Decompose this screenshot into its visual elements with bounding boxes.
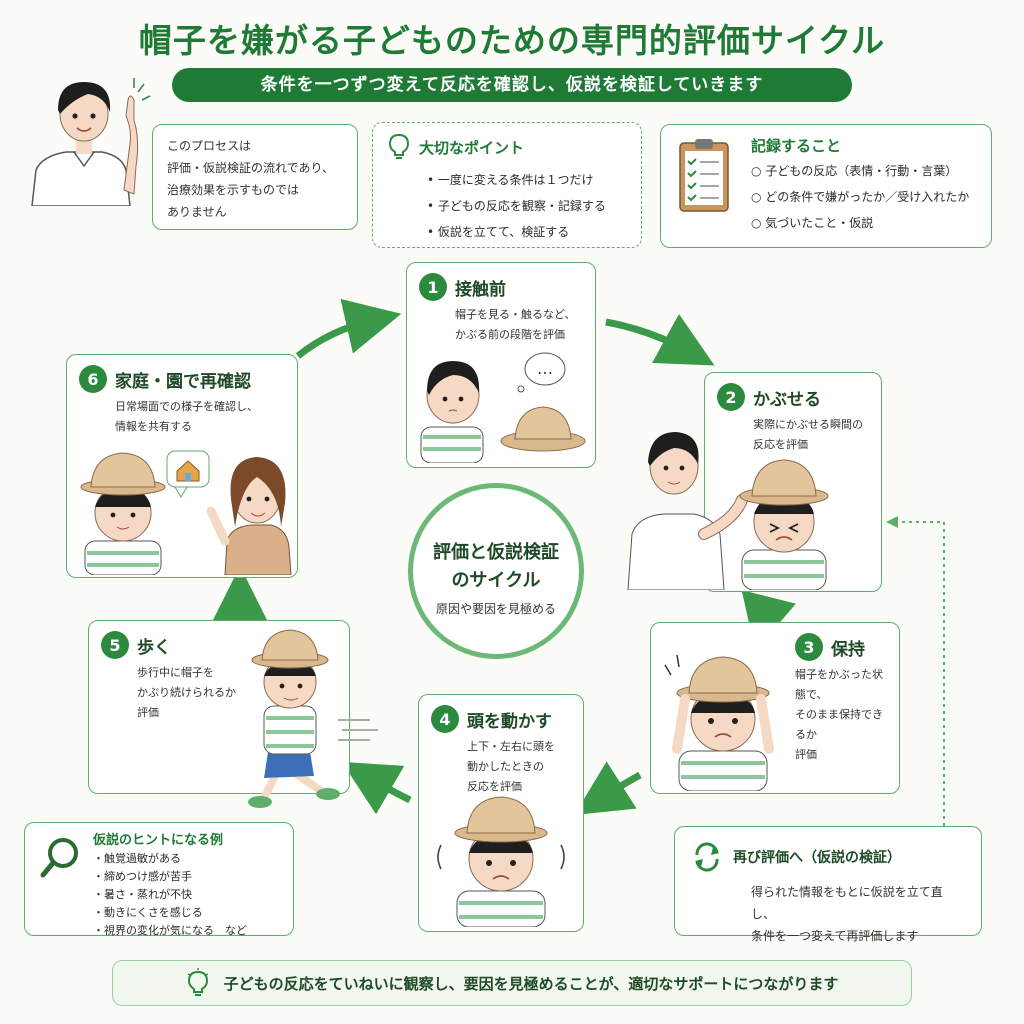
step-6-title: 家庭・園で再確認	[115, 371, 251, 392]
page-title: 帽子を嫌がる子どものための専門的評価サイクル	[138, 21, 886, 60]
step-4-title: 頭を動かす	[467, 711, 552, 732]
step-3-desc-1: 帽子をかぶった状態で、	[795, 668, 883, 701]
magnifier-icon	[40, 838, 78, 878]
step-1-number: 1	[419, 273, 447, 301]
hint-item: 視界の変化が気になる など	[93, 922, 281, 940]
step-3-box: 3 保持 帽子をかぶった状態で、 そのまま保持できるか 評価	[650, 622, 900, 794]
thinking-dots: …	[537, 359, 553, 378]
step-1-title: 接触前	[455, 279, 506, 300]
step-3-desc-3: 評価	[795, 748, 817, 761]
refresh-cycle-icon	[695, 842, 719, 872]
lightbulb-icon	[187, 968, 208, 996]
step-5-desc-3: 評価	[137, 706, 159, 719]
important-points-box: 大切なポイント 一度に変える条件は１つだけ 子どもの反応を観察・記録する 仮説を…	[372, 122, 642, 248]
arrow-3-to-4	[574, 761, 642, 816]
step-2-desc-1: 実際にかぶせる瞬間の	[753, 418, 863, 431]
hint-item: 触覚過敏がある	[93, 850, 281, 868]
disclaimer-line-1: このプロセスは	[167, 139, 252, 153]
point-item: 子どもの反応を観察・記録する	[427, 193, 627, 219]
reeval-line-1: 得られた情報をもとに仮説を立て直し、	[751, 885, 943, 921]
footer-message: 子どもの反応をていねいに観察し、要因を見極めることが、適切なサポートにつながりま…	[112, 960, 912, 1006]
record-item: 気づいたこと・仮説	[751, 210, 977, 236]
footer-text: 子どもの反応をていねいに観察し、要因を見極めることが、適切なサポートにつながりま…	[223, 974, 839, 993]
reeval-dotted-connector	[896, 521, 945, 826]
center-subtitle: 原因や要因を見極める	[435, 602, 556, 616]
step-6-number: 6	[79, 365, 107, 393]
step-1-desc-1: 帽子を見る・触るなど、	[455, 308, 576, 321]
step-4-desc-3: 反応を評価	[467, 780, 522, 793]
step-3-number: 3	[795, 633, 823, 661]
step-4-desc-1: 上下・左右に頭を	[467, 740, 555, 753]
point-item: 仮説を立てて、検証する	[427, 219, 627, 245]
disclaimer-line-3: 治療効果を示すものでは	[167, 183, 300, 197]
clipboard-icon	[679, 139, 729, 212]
step-5-desc-2: かぶり続けられるか	[137, 686, 236, 699]
record-item: どの条件で嫌がったか／受け入れたか	[751, 184, 977, 210]
arrow-4-to-5	[341, 761, 412, 815]
step-6-box: 6 家庭・園で再確認 日常場面での様子を確認し、 情報を共有する	[66, 354, 298, 578]
step-3-desc-2: そのまま保持できるか	[795, 708, 883, 741]
step-2-number: 2	[717, 383, 745, 411]
child-walking-illustration	[248, 629, 378, 808]
disclaimer-line-4: ありません	[167, 205, 227, 219]
lightbulb-icon	[388, 133, 410, 159]
step-1-box: 1 接触前 帽子を見る・触るなど、 かぶる前の段階を評価 …	[406, 262, 596, 468]
hints-title: 仮説のヒントになる例	[93, 833, 224, 848]
child-looking-at-hat-illustration: …	[420, 352, 586, 463]
step-4-number: 4	[431, 705, 459, 733]
cycle-center-circle: 評価と仮説検証 のサイクル 原因や要因を見極める	[408, 483, 584, 659]
step-5-number: 5	[101, 631, 129, 659]
step-6-desc-2: 情報を共有する	[115, 420, 192, 433]
center-title-1: 評価と仮説検証	[433, 542, 559, 563]
record-box: 記録すること 子どもの反応（表情・行動・言葉） どの条件で嫌がったか／受け入れた…	[660, 124, 992, 248]
step-5-desc-1: 歩行中に帽子を	[137, 666, 214, 679]
reeval-title: 再び評価へ（仮説の検証）	[733, 850, 901, 866]
point-item: 一度に変える条件は１つだけ	[427, 167, 627, 193]
record-title: 記録すること	[751, 137, 842, 155]
hint-item: 暑さ・蒸れが不快	[93, 886, 281, 904]
arrow-2-to-3	[741, 590, 796, 652]
step-2-title: かぶせる	[753, 389, 821, 410]
arrow-6-to-1	[295, 298, 402, 359]
disclaimer-line-2: 評価・仮説検証の流れであり、	[167, 161, 335, 175]
subtitle-banner: 条件を一つずつ変えて反応を確認し、仮説を検証していきます	[172, 68, 852, 102]
child-and-parent-illustration	[80, 450, 292, 575]
child-moving-head-illustration	[437, 796, 565, 927]
step-2-desc-2: 反応を評価	[753, 438, 808, 451]
hint-item: 動きにくさを感じる	[93, 904, 281, 922]
teacher-illustration	[31, 78, 151, 206]
step-6-desc-1: 日常場面での様子を確認し、	[115, 400, 258, 413]
record-item: 子どもの反応（表情・行動・言葉）	[751, 158, 977, 184]
step-1-desc-2: かぶる前の段階を評価	[455, 328, 565, 341]
teacher-putting-hat-illustration	[627, 432, 829, 590]
step-3-title: 保持	[831, 639, 865, 660]
re-evaluation-box: 再び評価へ（仮説の検証） 得られた情報をもとに仮説を立て直し、 条件を一つ変えて…	[674, 826, 982, 943]
child-holding-hat-illustration	[664, 654, 774, 791]
hypothesis-hints-box: 仮説のヒントになる例 触覚過敏がある 締めつけ感が苦手 暑さ・蒸れが不快 動きに…	[24, 822, 294, 937]
disclaimer-speech-box: このプロセスは 評価・仮説検証の流れであり、 治療効果を示すものでは ありません	[152, 124, 358, 230]
important-points-title: 大切なポイント	[419, 138, 525, 157]
center-title-2: のサイクル	[451, 570, 541, 591]
hint-item: 締めつけ感が苦手	[93, 868, 281, 886]
step-4-box: 4 頭を動かす 上下・左右に頭を 動かしたときの 反応を評価	[418, 694, 584, 932]
arrow-1-to-2	[605, 313, 715, 366]
step-5-title: 歩く	[137, 637, 171, 658]
step-4-desc-2: 動かしたときの	[467, 760, 544, 773]
reeval-line-2: 条件を一つ変えて再評価します	[751, 929, 919, 943]
